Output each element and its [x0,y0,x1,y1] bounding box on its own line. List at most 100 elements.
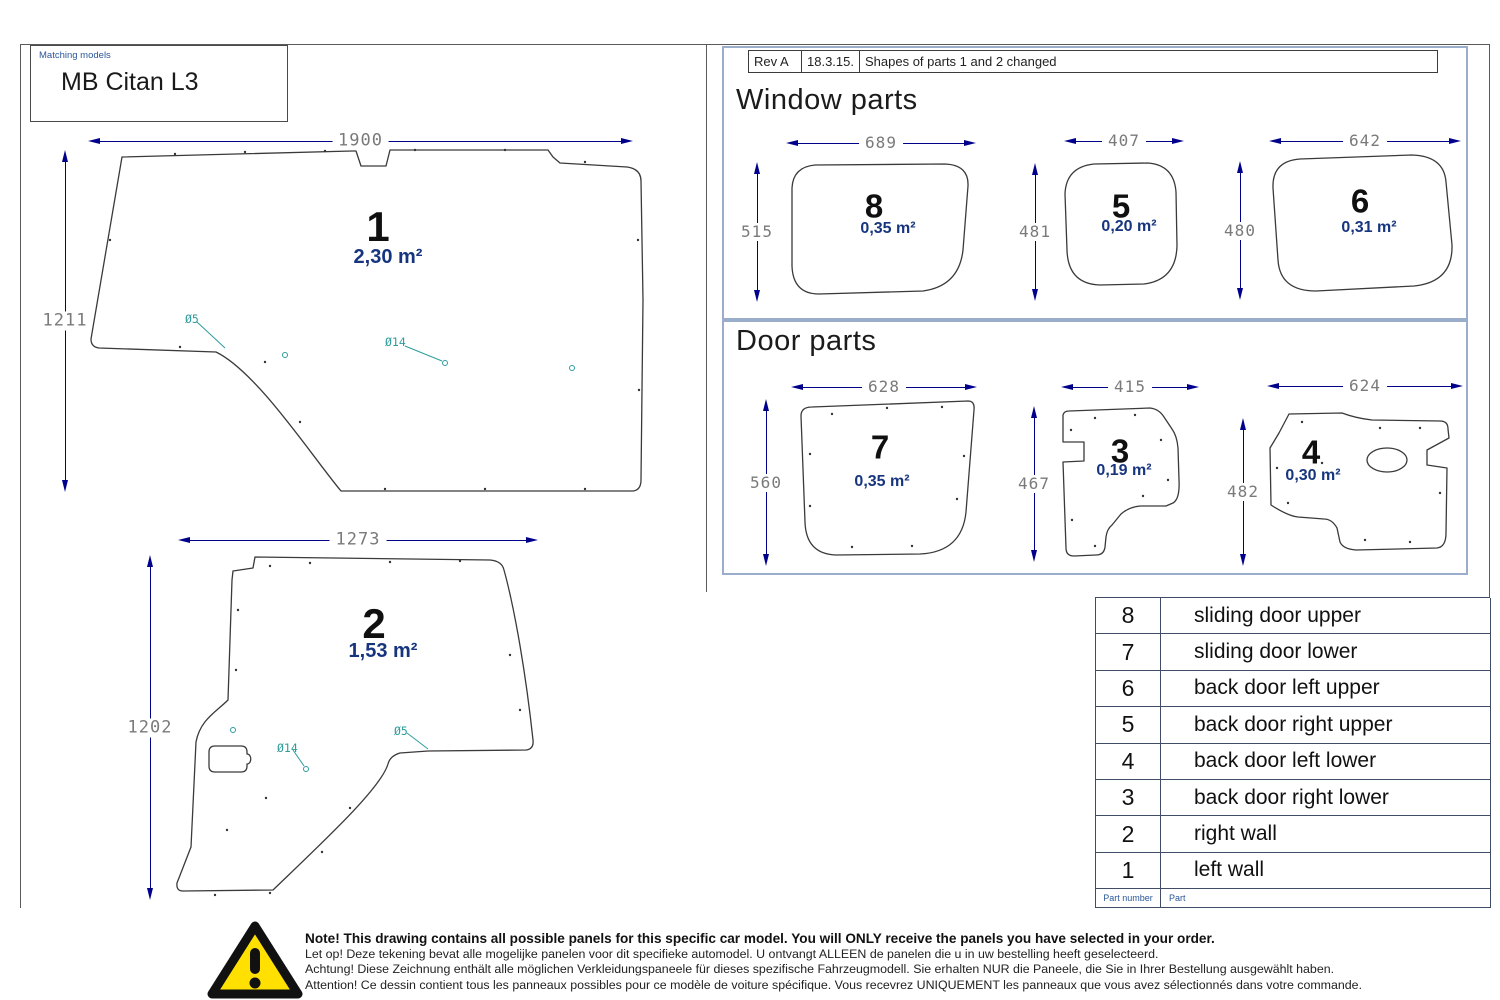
dim-height-panel-1: 1211 [36,150,94,492]
arrow-down-icon [1240,554,1246,566]
arrow-up-icon [1032,163,1038,175]
hole-diameter-label: Ø5 [185,312,199,326]
dim-value: 1900 [332,131,389,151]
part-5-outline [1064,162,1178,286]
part-3-number: 3 [1110,432,1130,470]
dim-width-part-6: 642 [1269,132,1461,150]
arrow-up-icon [763,399,769,411]
table-row-number: 1 [1096,852,1161,890]
dim-value: 515 [735,223,779,241]
dim-value: 1211 [36,311,94,331]
frame-top-line [20,44,1490,45]
arrow-left-icon [786,140,798,146]
dim-width-part-3: 415 [1061,378,1199,396]
part-5-area: 0,20 m² [1101,218,1157,235]
table-row-name: sliding door lower [1161,634,1491,671]
door-parts-heading: Door parts [736,325,877,357]
arrow-up-icon [754,162,760,174]
title-block: Matching models MB Citan L3 [30,45,288,122]
part-8-outline [791,163,969,295]
door-parts-box [722,320,1468,575]
table-footer-part-label: Part [1161,889,1491,909]
hole-diameter-label: Ø14 [385,335,406,349]
table-footer-number-label: Part number [1096,889,1161,909]
panel-2-number: 2 [362,600,386,647]
arrow-right-icon [1172,138,1184,144]
part-7-outline [800,400,975,556]
arrow-left-icon [178,537,190,543]
dim-width-panel-2: 1273 [178,530,538,550]
arrow-down-icon [147,888,153,900]
dim-value: 624 [1343,377,1387,395]
part-7-number: 7 [870,428,890,466]
dim-height-part-5: 481 [1013,163,1057,301]
dim-value: 467 [1012,475,1056,493]
dim-height-part-7: 560 [744,399,788,566]
arrow-right-icon [621,138,633,144]
arrow-up-icon [1031,406,1037,418]
window-parts-heading: Window parts [736,84,918,116]
part-6-number: 6 [1350,182,1370,220]
frame-divider-line [706,44,707,592]
table-row-name: back door right upper [1161,707,1491,744]
hole-diameter-label: Ø14 [277,741,298,755]
dim-width-panel-1: 1900 [88,131,633,151]
arrow-right-icon [1451,383,1463,389]
dim-width-part-4: 624 [1267,377,1463,395]
table-row-name: sliding door upper [1161,598,1491,635]
arrow-right-icon [1449,138,1461,144]
dim-value: 628 [862,378,906,396]
warning-triangle-icon [207,921,303,999]
panel-1-outline [90,148,644,492]
part-4-outline [1269,412,1450,551]
arrow-right-icon [964,140,976,146]
dim-height-panel-2: 1202 [121,555,179,900]
arrow-down-icon [1032,289,1038,301]
dim-height-part-8: 515 [735,162,779,302]
revision-rev: Rev A [748,50,802,73]
order-note: Note! This drawing contains all possible… [305,931,1445,993]
dim-value: 482 [1221,483,1265,501]
part-8-number: 8 [864,187,884,225]
arrow-left-icon [88,138,100,144]
matching-models-caption: Matching models [39,50,111,61]
arrow-up-icon [147,555,153,567]
dim-value: 407 [1102,132,1146,150]
arrow-left-icon [1269,138,1281,144]
table-row-name: left wall [1161,852,1491,890]
arrow-down-icon [1031,550,1037,562]
dim-height-part-4: 482 [1221,418,1265,566]
model-name: MB Citan L3 [61,68,199,96]
panel-2-outline [176,556,534,897]
dim-height-part-6: 480 [1218,161,1262,300]
table-row-number: 4 [1096,743,1161,780]
table-row-number: 8 [1096,598,1161,635]
table-row-number: 2 [1096,816,1161,853]
arrow-up-icon [1240,418,1246,430]
note-line-en: Note! This drawing contains all possible… [305,931,1215,946]
frame-left-line [20,44,21,908]
table-row-name: back door right lower [1161,779,1491,817]
dim-value: 481 [1013,223,1057,241]
arrow-down-icon [62,480,68,492]
part-4-area: 0,30 m² [1285,467,1341,484]
dim-value: 1202 [121,718,179,737]
arrow-down-icon [763,554,769,566]
arrow-left-icon [1267,383,1279,389]
dim-value: 642 [1343,132,1387,150]
arrow-up-icon [1237,161,1243,173]
table-row-number: 3 [1096,779,1161,817]
arrow-left-icon [791,384,803,390]
arrow-left-icon [1061,384,1073,390]
dim-width-part-7: 628 [791,378,977,396]
arrow-up-icon [62,150,68,162]
hole-diameter-label: Ø5 [394,724,408,738]
dim-value: 1273 [329,530,387,550]
panel-2-area: 1,53 m² [348,640,418,662]
parts-table: 8 sliding door upper 7 sliding door lowe… [1095,597,1491,909]
dim-width-part-8: 689 [786,134,976,152]
dim-value: 480 [1218,221,1262,240]
table-row-number: 6 [1096,670,1161,708]
window-parts-box [722,46,1468,320]
